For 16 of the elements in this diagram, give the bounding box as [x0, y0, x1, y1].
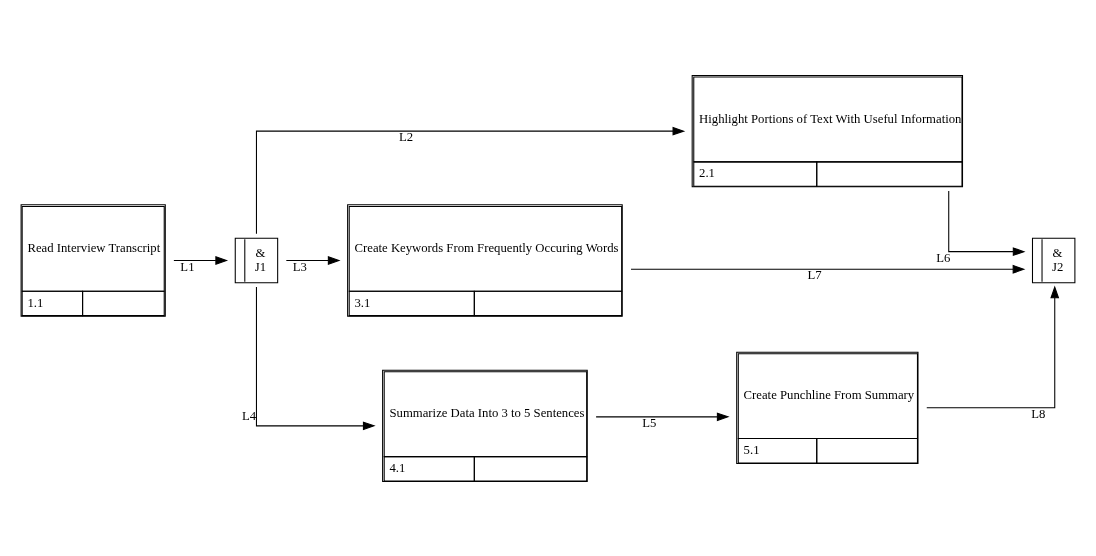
edge-label: L8 — [1031, 406, 1046, 421]
arrow — [926, 285, 1060, 408]
edge-label: L5 — [642, 415, 657, 430]
edge-label: L3 — [292, 259, 307, 274]
arrow — [255, 126, 686, 234]
arrow — [285, 255, 341, 265]
edge-label: L1 — [180, 259, 195, 274]
edge-label: L6 — [936, 250, 951, 265]
arrow — [595, 411, 730, 421]
edge-label: L7 — [807, 267, 822, 282]
arrow — [173, 255, 229, 265]
edge-label: L2 — [399, 129, 414, 144]
arrow — [255, 286, 376, 430]
edge-label: L4 — [241, 408, 257, 423]
arrow — [630, 264, 1026, 274]
arrow — [948, 190, 1026, 256]
